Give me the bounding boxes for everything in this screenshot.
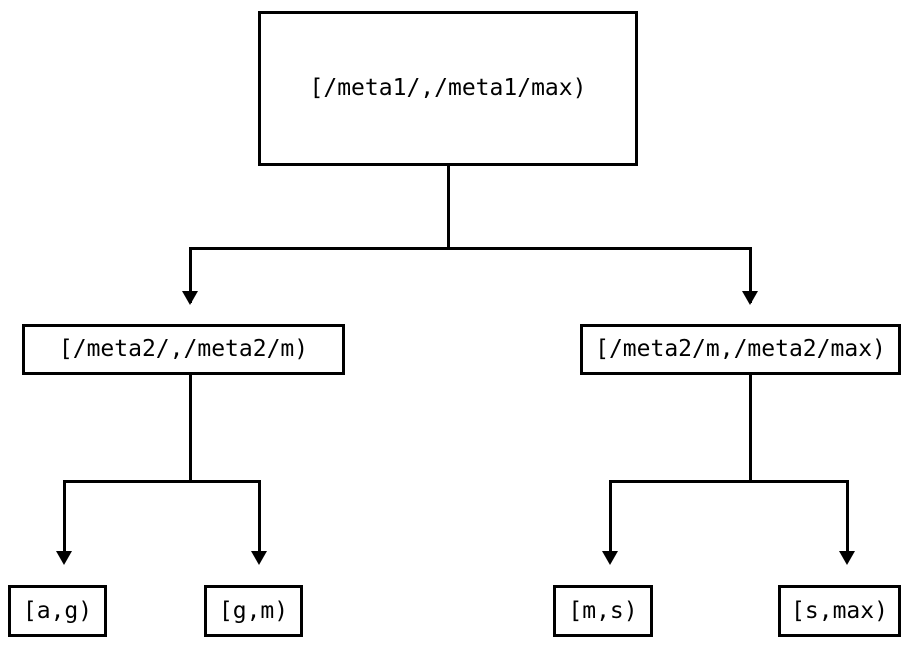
node-mid-left[interactable]: [/meta2/,/meta2/m) [22,324,345,375]
node-leaf-2[interactable]: [g,m) [204,585,303,637]
edge-mid-left-stem [189,375,192,483]
arrowhead-root-to-mid-right [742,291,758,305]
node-leaf-2-label: [g,m) [218,597,289,624]
edge-mid-right-to-leaf-3 [609,480,612,552]
edge-root-to-mid-left [189,247,192,303]
edge-mid-right-bar [609,480,849,483]
arrowhead-mid-right-to-leaf-3 [602,551,618,565]
arrowhead-mid-left-to-leaf-1 [56,551,72,565]
edge-mid-right-stem [749,375,752,483]
edge-root-bar [189,247,752,250]
node-leaf-4-label: [s,max) [791,597,888,624]
node-leaf-1-label: [a,g) [22,597,93,624]
arrowhead-mid-left-to-leaf-2 [251,551,267,565]
node-mid-right[interactable]: [/meta2/m,/meta2/max) [580,324,901,375]
arrowhead-mid-right-to-leaf-4 [839,551,855,565]
edge-mid-right-to-leaf-4 [846,480,849,552]
edge-root-to-mid-right [749,247,752,303]
edge-mid-left-bar [63,480,261,483]
node-root[interactable]: [/meta1/,/meta1/max) [258,11,638,166]
edge-mid-left-to-leaf-2 [258,480,261,552]
node-mid-left-label: [/meta2/,/meta2/m) [58,336,309,362]
node-leaf-3-label: [m,s) [568,597,638,624]
edge-mid-left-to-leaf-1 [63,480,66,552]
node-root-label: [/meta1/,/meta1/max) [309,75,587,101]
node-leaf-4[interactable]: [s,max) [778,585,901,637]
node-mid-right-label: [/meta2/m,/meta2/max) [595,336,886,362]
node-leaf-3[interactable]: [m,s) [553,585,653,637]
edge-root-stem [447,166,450,250]
arrowhead-root-to-mid-left [182,291,198,305]
node-leaf-1[interactable]: [a,g) [8,585,107,637]
